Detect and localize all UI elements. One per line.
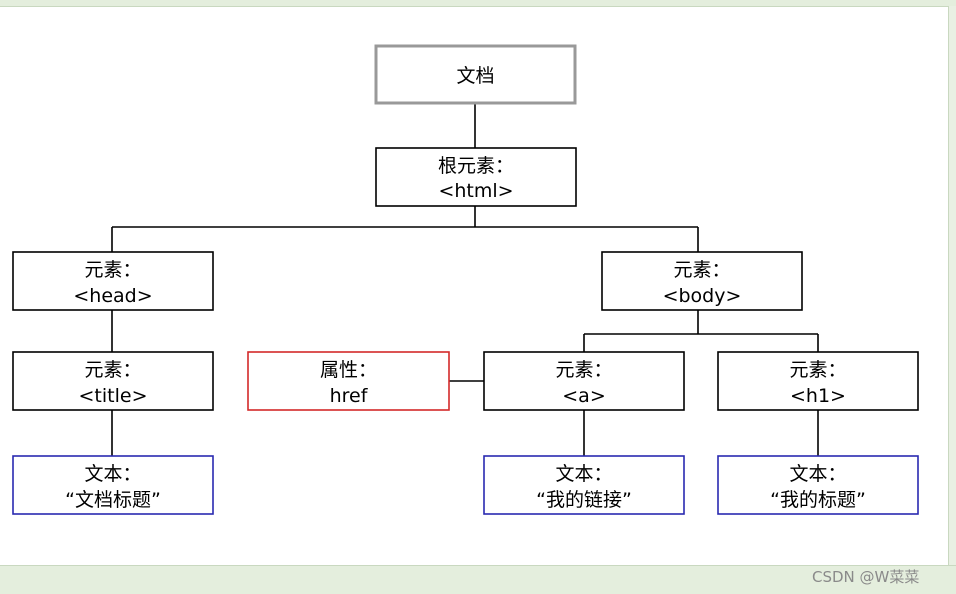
node-h1-label: 元素：: [789, 359, 846, 381]
node-h1: 元素： <h1>: [717, 351, 919, 411]
node-href: 属性： href: [247, 351, 450, 411]
edge-body-children: [583, 310, 819, 352]
top-border-band: [0, 0, 956, 7]
node-a-label: 元素：: [555, 359, 612, 381]
node-h1-tag: <h1>: [790, 385, 846, 407]
node-h1-text: 文本： “我的标题”: [717, 455, 919, 515]
node-href-box: [247, 351, 450, 411]
node-href-label: 属性：: [320, 359, 377, 381]
node-document-box: [374, 44, 577, 105]
node-body-label: 元素：: [673, 259, 730, 281]
node-body-box: [601, 251, 803, 311]
node-document-label: 文档: [456, 65, 494, 87]
node-h1-text-label: 文本：: [789, 463, 846, 485]
node-href-attr: href: [330, 385, 369, 407]
node-a-text-value: “我的链接”: [536, 489, 632, 511]
node-html-tag: <html>: [438, 180, 513, 202]
node-body: 元素： <body>: [601, 251, 803, 311]
node-a: 元素： <a>: [483, 351, 685, 411]
node-head-tag: <head>: [73, 285, 152, 307]
node-h1-text-value: “我的标题”: [770, 489, 866, 511]
node-title-tag: <title>: [79, 385, 148, 407]
node-html-label: 根元素：: [438, 155, 514, 177]
csdn-watermark: CSDN @W菜菜: [812, 568, 920, 586]
tree-edges: [111, 103, 819, 456]
node-a-text-label: 文本：: [555, 463, 612, 485]
node-title-text-box: [12, 455, 214, 515]
node-html-box: [375, 147, 577, 207]
node-title: 元素： <title>: [12, 351, 214, 411]
node-h1-box: [717, 351, 919, 411]
node-a-text: 文本： “我的链接”: [483, 455, 685, 515]
node-a-box: [483, 351, 685, 411]
node-title-box: [12, 351, 214, 411]
node-title-text-value: “文档标题”: [65, 489, 161, 511]
node-title-label: 元素：: [84, 359, 141, 381]
node-h1-text-box: [717, 455, 919, 515]
node-body-tag: <body>: [663, 285, 742, 307]
dom-tree-diagram: 文档 根元素： <html> 元素： <head> 元素： <body> 元素：…: [12, 44, 919, 515]
node-head-label: 元素：: [84, 259, 141, 281]
node-html: 根元素： <html>: [375, 147, 577, 207]
right-border-band: [948, 6, 956, 565]
node-title-text-label: 文本：: [84, 463, 141, 485]
node-a-tag: <a>: [562, 385, 605, 407]
node-head: 元素： <head>: [12, 251, 214, 311]
node-a-text-box: [483, 455, 685, 515]
edge-html-children: [111, 206, 699, 252]
node-title-text: 文本： “文档标题”: [12, 455, 214, 515]
node-document: 文档: [374, 44, 577, 105]
node-head-box: [12, 251, 214, 311]
bottom-border-band: [0, 565, 956, 594]
